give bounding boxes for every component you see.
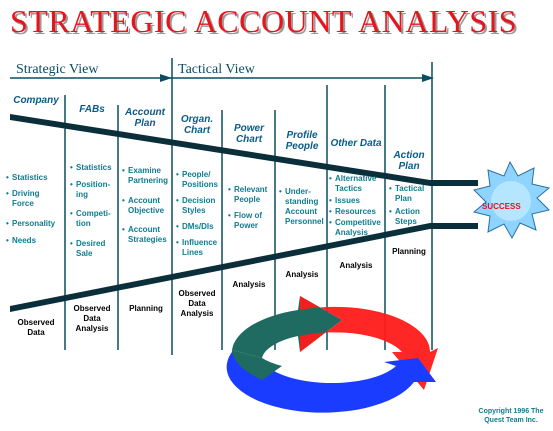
column-heading-profile-people: Profile People [285, 130, 319, 152]
list-item: •Tactical Plan [389, 184, 425, 203]
success-burst [472, 160, 551, 240]
list-item: •Personality [6, 219, 56, 228]
list-item: •Action Steps [389, 207, 420, 226]
list-item: •DMs/DIs [176, 222, 214, 231]
column-heading-organ-chart: Organ. Chart [180, 114, 214, 136]
list-item: •Position-ing [70, 180, 111, 199]
list-item: •Needs [6, 236, 37, 245]
list-item: •Examine Partnering [122, 166, 169, 185]
page-title: STRATEGIC ACCOUNT ANALYSIS [10, 3, 518, 39]
copyright-text: Copyright 1996 The Quest Team Inc. [478, 408, 544, 424]
column-footer-account-plan: Planning [129, 304, 163, 313]
list-item: •Under-standing Account Personnel [279, 187, 324, 226]
list-item: •Alternative Tactics [329, 174, 377, 193]
column-heading-action-plan: Action Plan [393, 150, 425, 172]
tactical-view-label: Tactical View [178, 62, 255, 77]
column-heading-power-chart: Power Chart [233, 123, 264, 145]
list-item: •Resources [329, 207, 376, 216]
list-item: •Flow of Power [228, 211, 262, 230]
list-item: •Desired Sale [70, 239, 106, 258]
strategic-view-label: Strategic View [16, 62, 99, 77]
list-item: •Statistics [6, 173, 48, 182]
column-footer-company: Observed Data [17, 318, 55, 337]
funnel-bottom-line [10, 223, 478, 312]
list-item: •People/ Positions [176, 170, 219, 189]
column-heading-other-data: Other Data [330, 138, 382, 149]
column-heading-company: Company [13, 95, 59, 106]
column-footer-other-data: Analysis [339, 261, 373, 270]
list-item: •Competitive Analysis [329, 218, 381, 237]
list-item: •Driving Force [6, 189, 40, 208]
list-item: •Statistics [70, 163, 112, 172]
column-heading-fabs: FABs [79, 104, 105, 115]
column-footer-power-chart: Analysis [232, 280, 266, 289]
view-arrow [10, 74, 434, 82]
list-item: •Competi-tion [70, 209, 111, 228]
column-footer-fabs: Observed Data Analysis [73, 304, 111, 333]
column-footer-profile-people: Analysis [285, 270, 319, 279]
list-item: •Account Strategies [122, 225, 167, 244]
success-label: SUCCESS [482, 202, 521, 211]
list-item: •Influence Lines [176, 238, 218, 257]
list-item: •Relevant People [228, 185, 268, 204]
list-item: •Account Objective [122, 196, 165, 215]
column-footer-organ-chart: Observed Data Analysis [178, 289, 216, 318]
list-item: •Decision Styles [176, 196, 216, 215]
list-item: •Issues [329, 196, 360, 205]
cycle-arrows [226, 296, 438, 413]
column-footer-action-plan: Planning [392, 247, 426, 256]
column-heading-account-plan: Account Plan [125, 107, 165, 129]
